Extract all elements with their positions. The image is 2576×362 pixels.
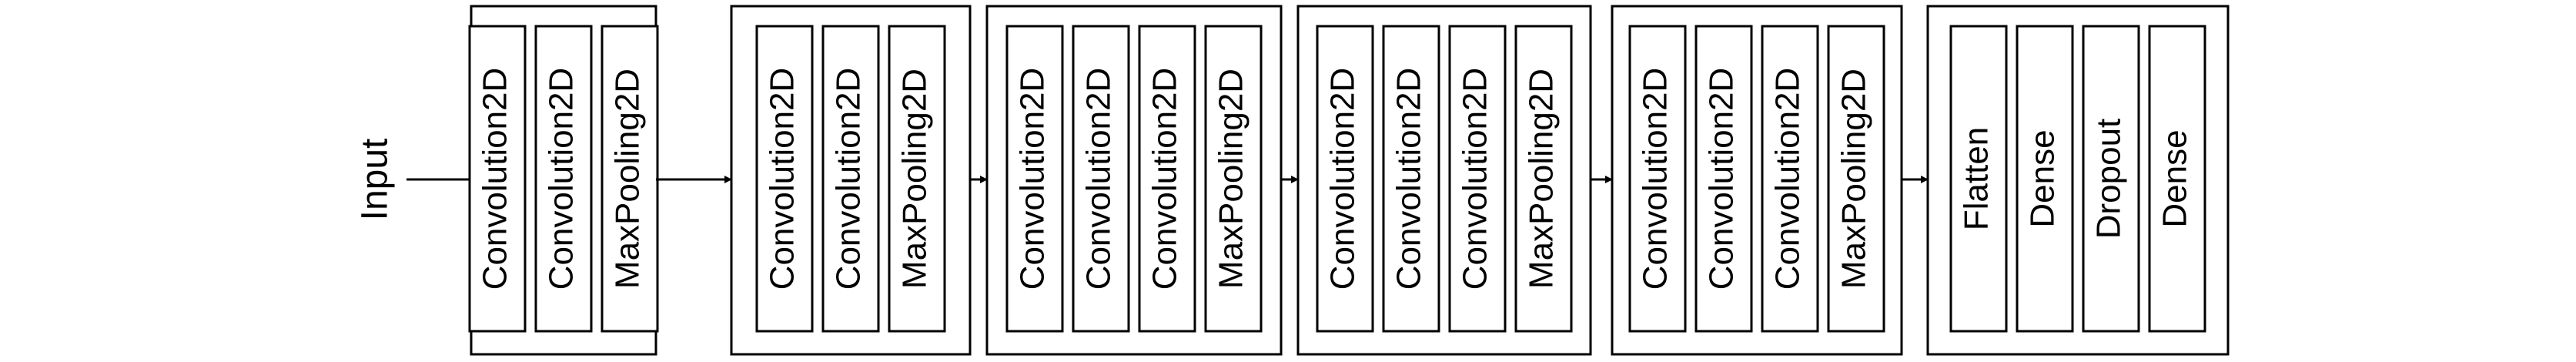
layer-maxpooling2d-5-4: MaxPooling2D xyxy=(1827,25,1885,333)
layer-convolution2d-5-1: Convolution2D xyxy=(1628,25,1687,333)
layer-label: MaxPooling2D xyxy=(1213,69,1250,289)
layer-box xyxy=(1072,25,1130,333)
layer-maxpooling2d-3-4: MaxPooling2D xyxy=(1204,25,1263,333)
layer-box xyxy=(1005,25,1064,333)
layer-box xyxy=(755,25,814,333)
layer-box xyxy=(888,25,946,333)
layer-maxpooling2d-2-3: MaxPooling2D xyxy=(888,25,946,333)
layer-box xyxy=(1514,25,1573,333)
layer-box xyxy=(2016,25,2074,333)
layer-convolution2d-2-1: Convolution2D xyxy=(755,25,814,333)
layer-convolution2d-3-3: Convolution2D xyxy=(1138,25,1196,333)
layer-dense-6-2: Dense xyxy=(2016,25,2074,333)
block-4: Convolution2D Convolution2D Convolution2D M… xyxy=(1296,5,1592,356)
layer-box xyxy=(1138,25,1196,333)
block-6: Flatten Dense Dropout Dense xyxy=(1926,5,2230,356)
layer-label: Dense xyxy=(2024,129,2062,227)
layer-convolution2d-4-3: Convolution2D xyxy=(1448,25,1507,333)
input-label: Input xyxy=(355,139,396,221)
layer-box xyxy=(2148,25,2206,333)
layer-box xyxy=(1204,25,1263,333)
layer-box xyxy=(821,25,880,333)
layer-label: Dropout xyxy=(2090,119,2128,240)
layer-dense-6-4: Dense xyxy=(2148,25,2206,333)
layer-label: Convolution2D xyxy=(830,68,868,290)
layer-convolution2d-3-1: Convolution2D xyxy=(1005,25,1064,333)
layer-box xyxy=(1382,25,1440,333)
layer-label: Convolution2D xyxy=(1637,68,1674,290)
layer-box xyxy=(1628,25,1687,333)
layer-convolution2d-2-2: Convolution2D xyxy=(821,25,880,333)
layer-maxpooling2d-4-4: MaxPooling2D xyxy=(1514,25,1573,333)
layer-convolution2d-3-2: Convolution2D xyxy=(1072,25,1130,333)
layer-label: Convolution2D xyxy=(1014,68,1052,290)
layer-box xyxy=(1316,25,1374,333)
layer-convolution2d-1-2: Convolution2D xyxy=(534,25,593,333)
layer-label: MaxPooling2D xyxy=(896,69,934,289)
layer-box xyxy=(1827,25,1885,333)
layer-label: Convolution2D xyxy=(1703,68,1741,290)
layer-label: MaxPooling2D xyxy=(1835,69,1873,289)
block-3: Convolution2D Convolution2D Convolution2D M… xyxy=(985,5,1283,356)
layer-label: Convolution2D xyxy=(477,68,514,290)
layer-maxpooling2d-1-3: MaxPooling2D xyxy=(601,25,659,333)
layer-label: Convolution2D xyxy=(1769,68,1807,290)
layer-box xyxy=(1761,25,1819,333)
layer-convolution2d-4-1: Convolution2D xyxy=(1316,25,1374,333)
layer-flatten-6-1: Flatten xyxy=(1949,25,2008,333)
layer-convolution2d-1-1: Convolution2D xyxy=(468,25,527,333)
layer-box xyxy=(1949,25,2008,333)
layer-convolution2d-5-2: Convolution2D xyxy=(1694,25,1753,333)
layer-box xyxy=(534,25,593,333)
layer-convolution2d-5-3: Convolution2D xyxy=(1761,25,1819,333)
layer-label: Convolution2D xyxy=(1390,68,1428,290)
layer-box xyxy=(2082,25,2140,333)
layer-label: Convolution2D xyxy=(1457,68,1494,290)
layer-label: Convolution2D xyxy=(1080,68,1118,290)
layer-label: MaxPooling2D xyxy=(609,69,647,289)
block-1: Convolution2D Convolution2D MaxPooling2D xyxy=(468,5,659,356)
layer-box xyxy=(1694,25,1753,333)
layer-dropout-6-3: Dropout xyxy=(2082,25,2140,333)
layer-box xyxy=(1448,25,1507,333)
layer-box xyxy=(468,25,527,333)
layer-label: Convolution2D xyxy=(764,68,801,290)
layer-label: Dense xyxy=(2156,129,2194,227)
layer-convolution2d-4-2: Convolution2D xyxy=(1382,25,1440,333)
layer-label: MaxPooling2D xyxy=(1523,69,1561,289)
layer-label: Convolution2D xyxy=(1324,68,1362,290)
block-5: Convolution2D Convolution2D Convolution2D M… xyxy=(1611,5,1903,356)
layer-label: Convolution2D xyxy=(1146,68,1184,290)
layer-label: Convolution2D xyxy=(543,68,580,290)
block-2: Convolution2D Convolution2D MaxPooling2D xyxy=(730,5,972,356)
layer-label: Flatten xyxy=(1958,127,1996,231)
